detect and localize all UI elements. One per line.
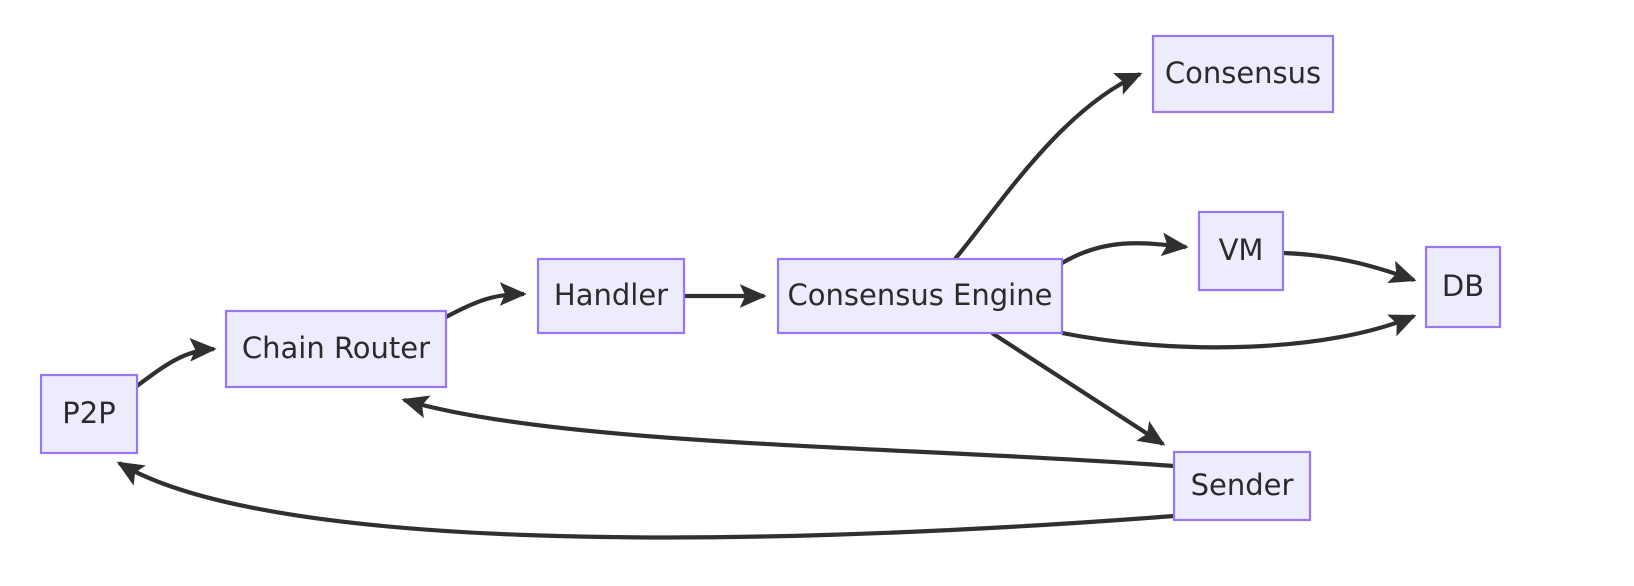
edge-consensus-engine-to-sender	[990, 331, 1166, 446]
edge-p2p-to-chain-router	[135, 338, 217, 388]
node-consensus-engine-label: Consensus Engine	[788, 278, 1053, 312]
node-sender-label: Sender	[1191, 468, 1294, 502]
node-handler-box[interactable]	[536, 257, 686, 335]
edge-consensus-engine-to-db	[1061, 314, 1417, 350]
edge-consensus-engine-to-vm	[1060, 232, 1189, 265]
node-handler[interactable]: Handler	[536, 257, 686, 335]
node-consensus-engine[interactable]: Consensus Engine	[776, 257, 1064, 335]
edge-sender-to-chain-router	[401, 395, 1175, 469]
edge-chain-router-to-handler	[445, 282, 527, 319]
node-p2p[interactable]: P2P	[39, 373, 139, 455]
node-consensus-box[interactable]	[1151, 34, 1335, 114]
node-db-label: DB	[1442, 269, 1484, 303]
node-sender-box[interactable]	[1172, 450, 1312, 522]
node-db[interactable]: DB	[1424, 245, 1502, 329]
edge-sender-to-p2p	[116, 461, 1175, 540]
node-vm-label: VM	[1219, 233, 1264, 267]
edge-layer	[116, 72, 1417, 540]
node-chain-router-box[interactable]	[224, 309, 448, 389]
node-vm-box[interactable]	[1197, 210, 1285, 292]
edge-vm-to-db	[1282, 250, 1417, 284]
node-handler-label: Handler	[554, 278, 668, 312]
node-consensus[interactable]: Consensus	[1151, 34, 1335, 114]
node-consensus-label: Consensus	[1165, 56, 1321, 90]
edge-consensus-engine-to-consensus	[953, 72, 1143, 261]
node-chain-router[interactable]: Chain Router	[224, 309, 448, 389]
node-layer: P2P Chain Router Handler Consensus Engin…	[39, 34, 1502, 522]
node-db-box[interactable]	[1424, 245, 1502, 329]
node-chain-router-label: Chain Router	[242, 331, 430, 365]
node-p2p-box[interactable]	[39, 373, 139, 455]
node-p2p-label: P2P	[62, 396, 115, 430]
node-vm[interactable]: VM	[1197, 210, 1285, 292]
node-sender[interactable]: Sender	[1172, 450, 1312, 522]
node-consensus-engine-box[interactable]	[776, 257, 1064, 335]
